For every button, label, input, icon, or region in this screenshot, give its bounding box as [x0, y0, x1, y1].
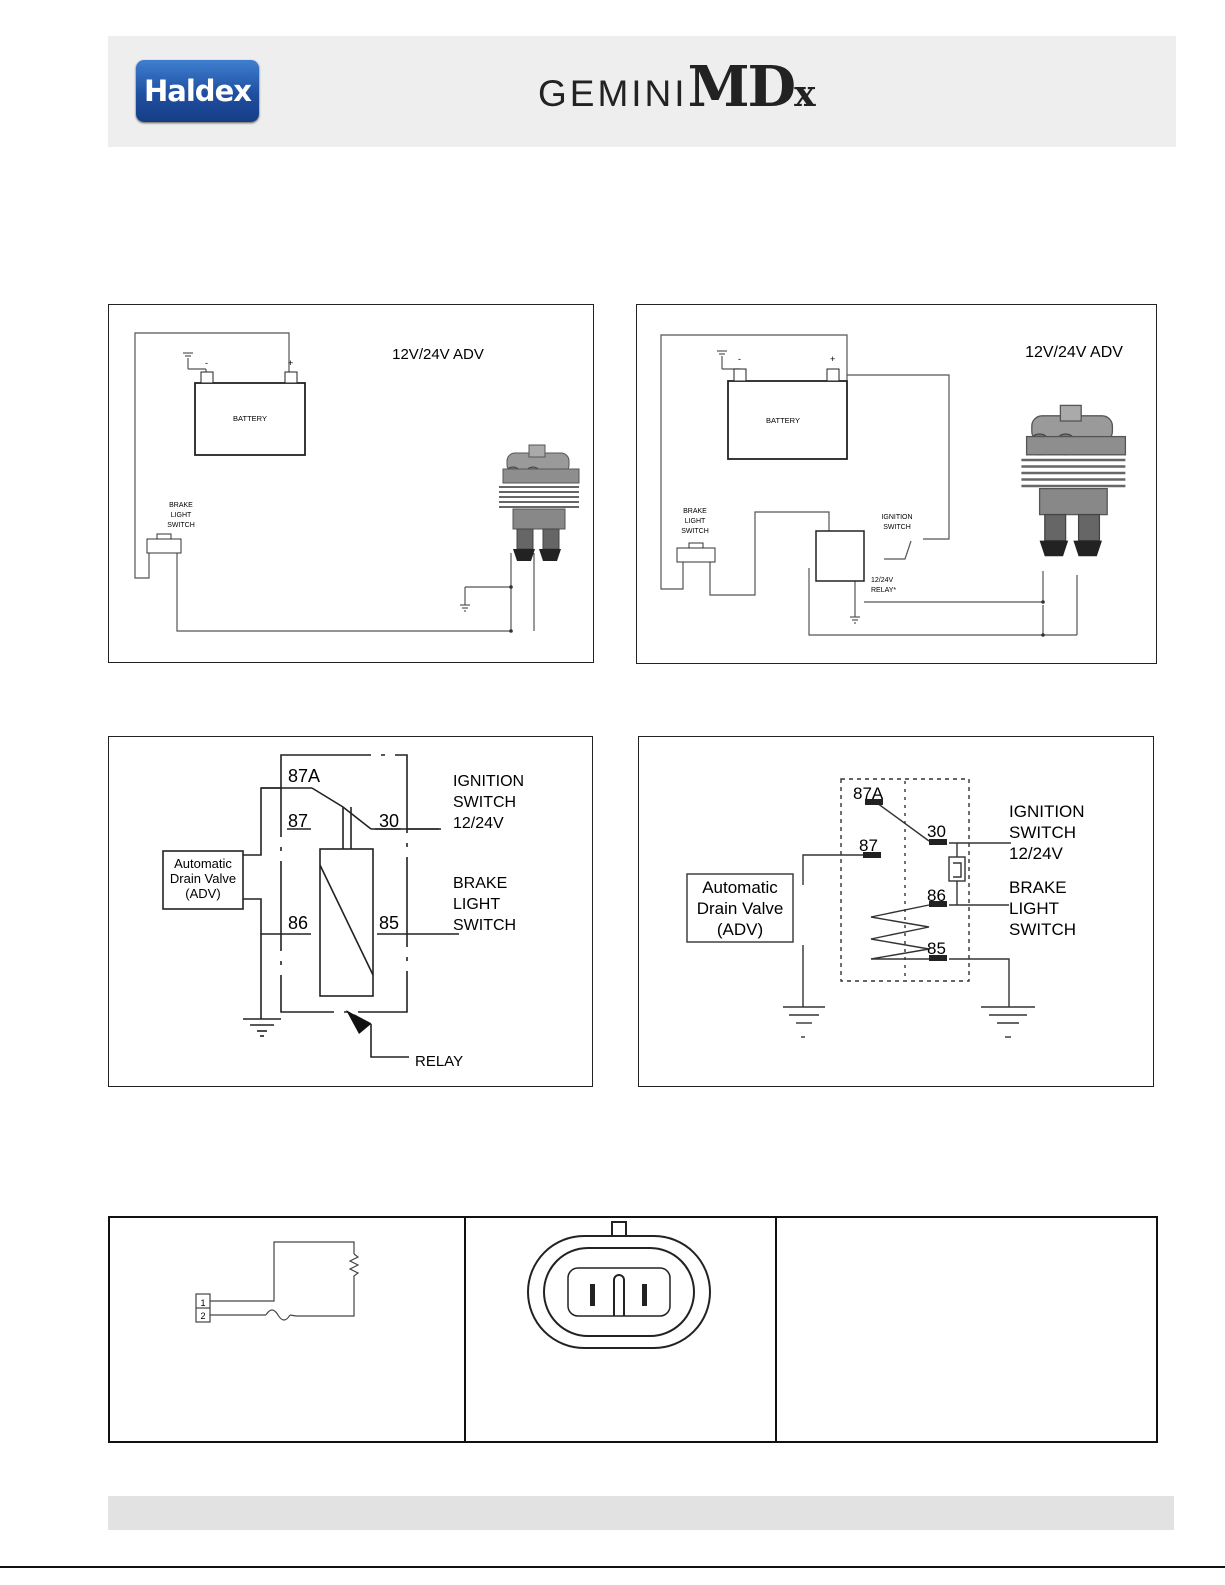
wiring-diagram-relay: - + BATTERY BRAKE LIGHT SWITCH IGNITION … — [636, 304, 1157, 664]
brake-label-2: LIGHT — [1009, 899, 1059, 918]
switch-label-3: SWITCH — [681, 528, 709, 535]
pin-1-label: 1 — [200, 1298, 205, 1308]
diagram-title: 12V/24V ADV — [392, 346, 484, 363]
pin-87-label: 87 — [288, 811, 308, 831]
battery-minus-label: - — [205, 358, 208, 368]
page-footer-bar — [108, 1496, 1174, 1530]
connector-drawing — [527, 1221, 711, 1349]
page-header: Haldex GEMINIMDx — [108, 36, 1176, 147]
pin-87a-label: 87A — [288, 766, 320, 786]
product-brand: GEMINIMDx — [538, 54, 816, 134]
relay-internal-diagram: Automatic Drain Valve (ADV) 87A 87 30 86… — [638, 736, 1154, 1087]
switch-label-2: LIGHT — [171, 512, 192, 519]
page-bottom-rule — [0, 1566, 1225, 1568]
pin-30-label: 30 — [927, 822, 946, 841]
battery-plus-label: + — [830, 354, 835, 364]
connector-cell — [466, 1218, 777, 1441]
relay-label-2: RELAY* — [871, 587, 896, 594]
air-dryer-icon — [1020, 404, 1127, 558]
heater-schematic-drawing: 1 2 — [195, 1241, 360, 1323]
schematic-cell: 1 2 — [110, 1218, 466, 1441]
brand-md: MD — [687, 54, 797, 120]
brake-label-1: BRAKE — [1009, 878, 1067, 897]
relay-internal-diagram-drawing: Automatic Drain Valve (ADV) 87A 87 30 86… — [686, 778, 1085, 1038]
brake-label-3: SWITCH — [453, 917, 516, 934]
ignition-label-1: IGNITION — [1009, 802, 1085, 821]
pin-85-label: 85 — [379, 913, 399, 933]
blank-cell — [777, 1218, 1156, 1441]
switch-label-2: LIGHT — [685, 518, 706, 525]
adv-label-1: Automatic — [174, 856, 232, 871]
relay-pin-diagram-drawing: Automatic Drain Valve (ADV) 87A 87 30 86… — [162, 754, 524, 1070]
relay-pin-diagram: Automatic Drain Valve (ADV) 87A 87 30 86… — [108, 736, 593, 1087]
adv-label-3: (ADV) — [717, 920, 763, 939]
adv-label-3: (ADV) — [185, 886, 220, 901]
ignition-label-1: IGNITION — [453, 773, 524, 790]
brake-light-switch-icon — [676, 542, 716, 568]
battery-minus-label: - — [738, 354, 741, 364]
diagram-title: 12V/24V ADV — [1025, 344, 1123, 361]
battery-label: BATTERY — [766, 416, 800, 425]
pin-86-label: 86 — [927, 886, 946, 905]
pin-87-label: 87 — [859, 836, 878, 855]
pin-87a-label: 87A — [853, 784, 884, 803]
brand-x: x — [794, 73, 816, 115]
brake-label-3: SWITCH — [1009, 920, 1076, 939]
brand-gemini: GEMINI — [538, 73, 688, 114]
pin-30-label: 30 — [379, 811, 399, 831]
pin-85-label: 85 — [927, 939, 946, 958]
ignition-label-1: IGNITION — [881, 514, 912, 521]
adv-label-2: Drain Valve — [697, 899, 784, 918]
switch-label-1: BRAKE — [169, 502, 193, 509]
connector-table: 1 2 — [108, 1216, 1158, 1443]
battery-plus-label: + — [288, 358, 293, 368]
brake-light-switch-icon — [146, 533, 182, 561]
battery-label: BATTERY — [233, 414, 267, 423]
ignition-label-3: 12/24V — [453, 815, 504, 832]
brake-label-1: BRAKE — [453, 875, 507, 892]
ignition-label-2: SWITCH — [883, 524, 911, 531]
adv-label-2: Drain Valve — [170, 871, 236, 886]
ignition-label-3: 12/24V — [1009, 844, 1064, 863]
air-dryer-icon — [498, 444, 580, 562]
connector-icon — [527, 1221, 711, 1349]
switch-label-3: SWITCH — [167, 522, 195, 529]
pin-86-label: 86 — [288, 913, 308, 933]
wiring-diagram-basic-drawing: - + BATTERY BRAKE LIGHT SWITCH 12V/24V A… — [134, 332, 580, 633]
ignition-label-2: SWITCH — [1009, 823, 1076, 842]
wiring-diagram-relay-drawing: - + BATTERY BRAKE LIGHT SWITCH IGNITION … — [660, 334, 1127, 637]
relay-box — [815, 530, 865, 582]
haldex-logo: Haldex — [136, 60, 259, 122]
relay-label: RELAY — [415, 1053, 463, 1070]
logo-text: Haldex — [144, 74, 252, 108]
switch-label-1: BRAKE — [683, 508, 707, 515]
brake-label-2: LIGHT — [453, 896, 500, 913]
wiring-diagram-basic: - + BATTERY BRAKE LIGHT SWITCH 12V/24V A… — [108, 304, 594, 663]
pin-2-label: 2 — [200, 1311, 205, 1321]
adv-label-1: Automatic — [702, 878, 778, 897]
ignition-label-2: SWITCH — [453, 794, 516, 811]
relay-label-1: 12/24V — [871, 577, 894, 584]
